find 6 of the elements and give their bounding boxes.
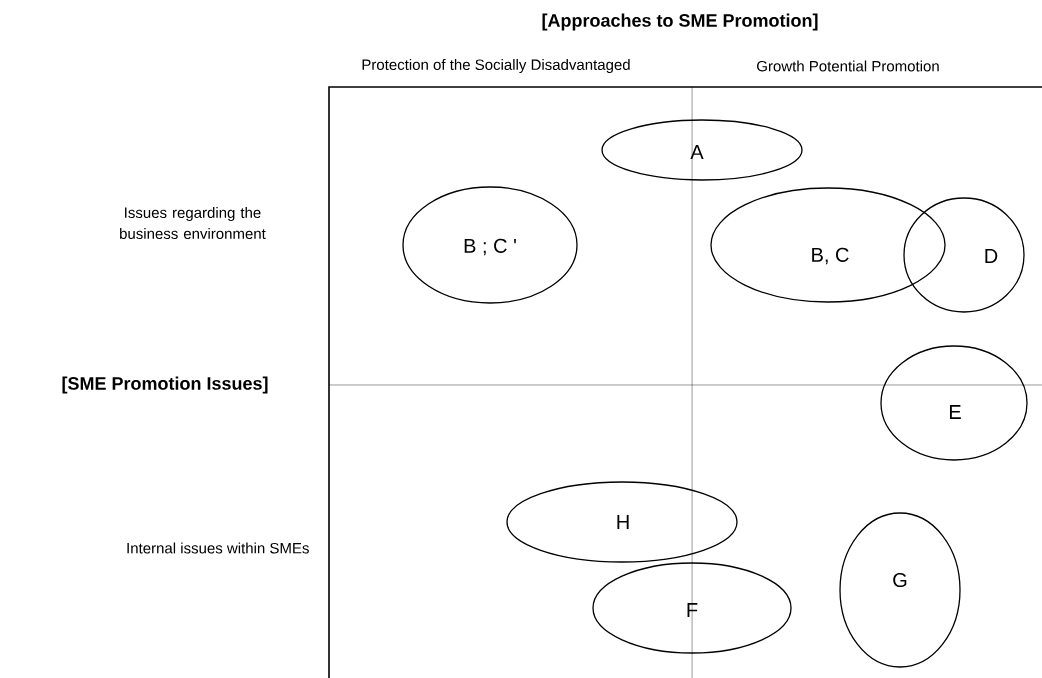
title: [Approaches to SME Promotion] (542, 13, 818, 31)
row-label: Issues regarding the business environment (120, 207, 266, 239)
row-label: Internal issues within SMEs (127, 542, 309, 554)
axis-title: [SME Promotion Issues] (62, 376, 268, 394)
column-label: Protection of the Socially Disadvantaged (362, 59, 630, 73)
column-label: Growth Potential Promotion (757, 60, 939, 72)
